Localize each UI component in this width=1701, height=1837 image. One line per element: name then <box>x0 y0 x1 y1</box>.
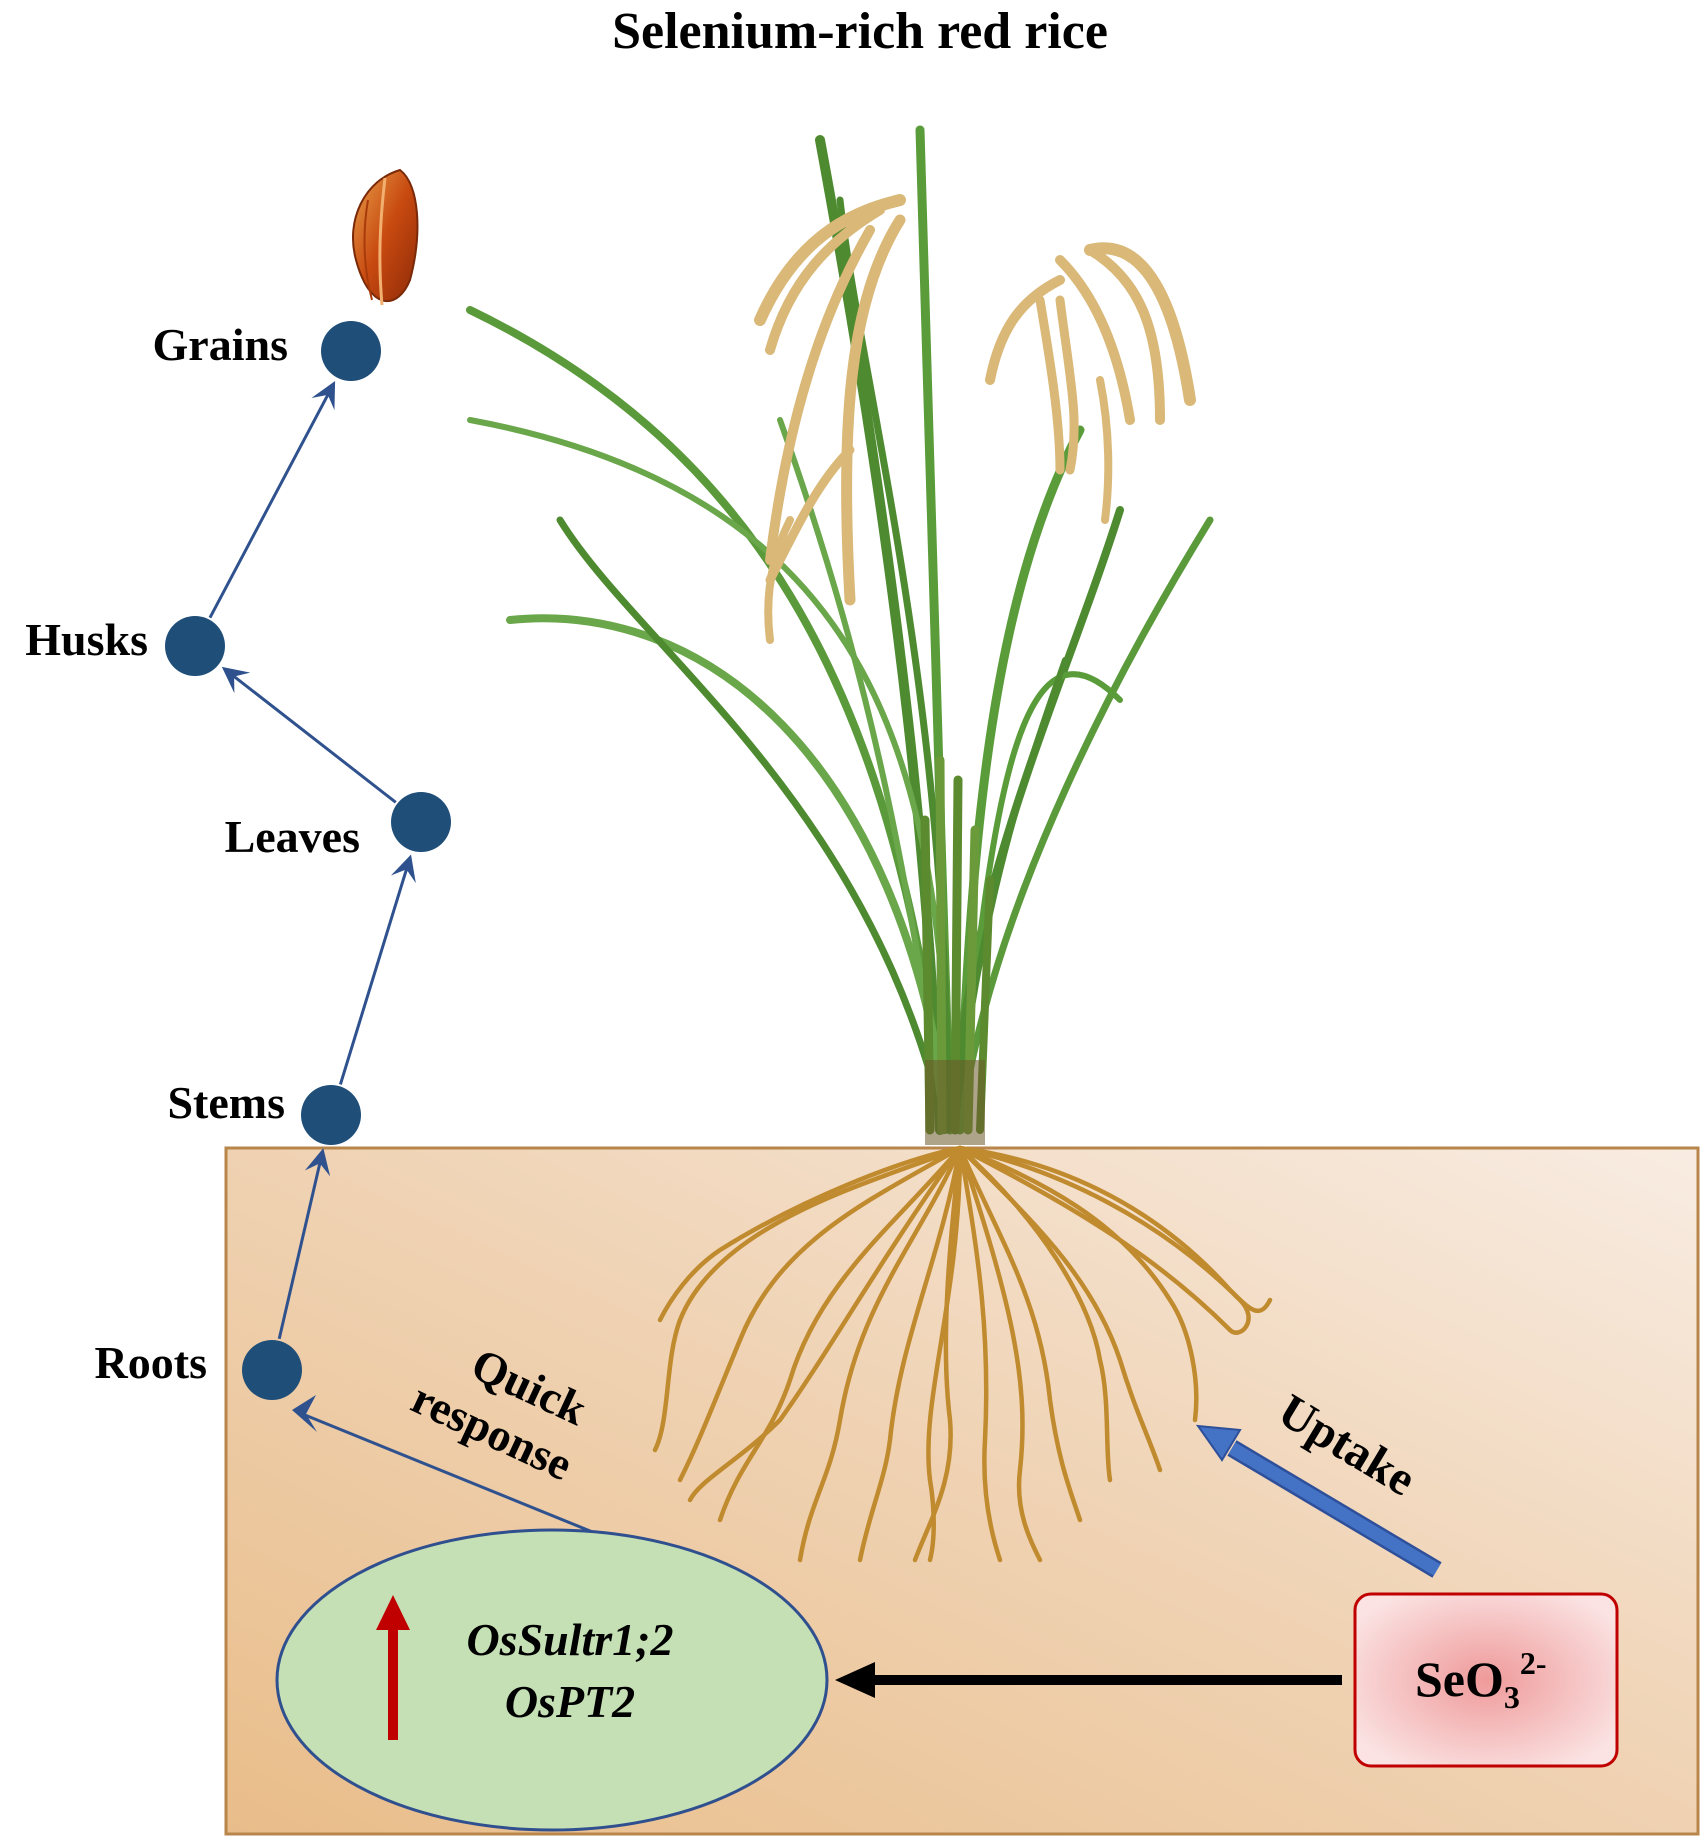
stage-node-stems <box>301 1085 361 1145</box>
selenite-formula: SeO32- <box>1415 1645 1547 1715</box>
stage-label-leaves: Leaves <box>225 811 360 862</box>
figure-title: Selenium-rich red rice <box>612 3 1108 60</box>
transport-path-arrows <box>208 381 416 1340</box>
quick-response-arrow <box>292 1395 596 1535</box>
stage-label-roots: Roots <box>95 1337 207 1388</box>
transport-stage-nodes <box>165 321 451 1400</box>
stage-label-grains: Grains <box>153 319 288 370</box>
uptake-arrow <box>1195 1424 1442 1578</box>
gene-label-ospt2: OsPT2 <box>505 1676 635 1727</box>
selenite-formula-base: SeO <box>1415 1651 1504 1707</box>
stage-node-roots <box>242 1340 302 1400</box>
gene-expression-ellipse <box>275 1528 829 1832</box>
selenite-formula-subscript: 3 <box>1504 1679 1520 1715</box>
path-arrow-husks-to-grains <box>208 381 336 619</box>
red-rice-grain-icon <box>352 168 419 306</box>
rice-stems <box>920 755 994 1145</box>
stage-node-husks <box>165 616 225 676</box>
path-arrow-leaves-to-husks <box>221 666 397 804</box>
rice-panicles <box>754 194 1196 644</box>
rice-roots <box>652 1145 1273 1563</box>
path-arrow-roots-to-stems <box>277 1148 331 1340</box>
stage-node-leaves <box>391 792 451 852</box>
stage-label-stems: Stems <box>167 1077 285 1128</box>
rice-plant-illustration <box>466 125 1214 1145</box>
selenite-formula-superscript: 2- <box>1520 1645 1547 1681</box>
path-arrow-stems-to-leaves <box>338 854 416 1085</box>
gene-label-ossultr1-2: OsSultr1;2 <box>466 1614 673 1665</box>
stage-label-husks: Husks <box>25 614 148 665</box>
selenite-box <box>1353 1592 1619 1768</box>
stage-node-grains <box>321 321 381 381</box>
upregulation-arrow-icon <box>376 1595 410 1740</box>
selenite-induction-arrow <box>835 1662 1342 1698</box>
